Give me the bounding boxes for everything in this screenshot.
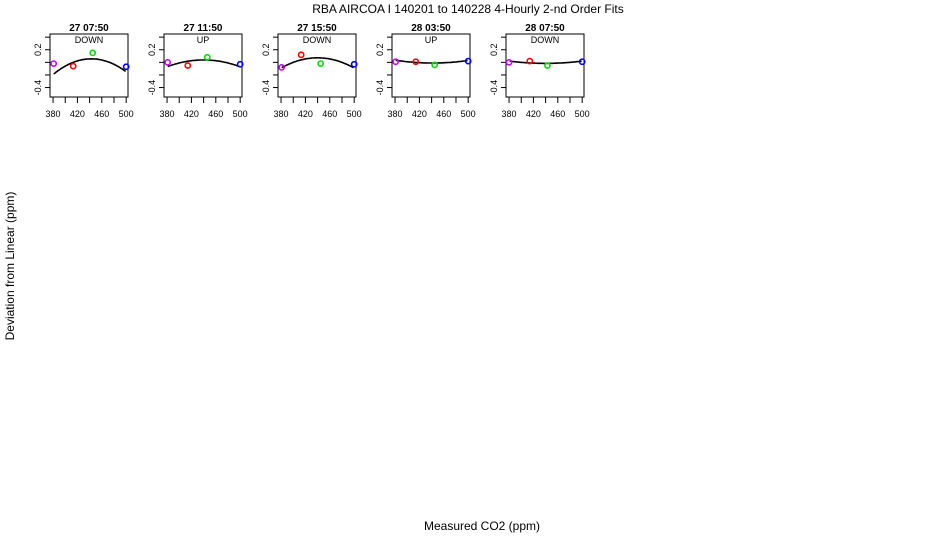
x-tick-label: 380	[46, 109, 61, 119]
x-tick-label: 420	[298, 109, 313, 119]
x-tick-label: 380	[274, 109, 289, 119]
fit-curve	[395, 59, 468, 64]
fit-curve	[281, 57, 354, 69]
x-tick-label: 500	[461, 109, 476, 119]
data-point	[544, 62, 551, 69]
data-point	[317, 60, 325, 68]
data-point	[184, 62, 192, 69]
panel-title: 27 07:50	[69, 23, 109, 34]
x-tick-label: 380	[388, 109, 403, 119]
y-tick-label: -0.4	[489, 80, 499, 96]
data-point	[392, 58, 400, 66]
data-point	[578, 58, 586, 66]
data-point	[297, 51, 305, 59]
panel-title: 27 11:50	[184, 23, 223, 34]
data-point	[350, 60, 358, 68]
chart-title: RBA AIRCOA I 140201 to 140228 4-Hourly 2…	[312, 2, 624, 16]
panel-direction: UP	[425, 35, 438, 45]
x-tick-label: 460	[208, 109, 223, 119]
x-tick-label: 420	[70, 109, 85, 119]
data-point	[505, 58, 513, 66]
y-tick-label: 0.2	[261, 43, 271, 56]
data-point	[89, 49, 97, 57]
data-point	[69, 62, 77, 70]
x-tick-label: 500	[347, 109, 362, 119]
x-tick-label: 460	[550, 109, 565, 119]
y-tick-label: -0.4	[33, 80, 43, 96]
x-tick-label: 420	[526, 109, 541, 119]
x-tick-label: 420	[184, 109, 199, 119]
data-point	[236, 60, 244, 68]
y-tick-label: -0.4	[261, 80, 271, 96]
data-point	[464, 57, 472, 65]
x-tick-label: 460	[436, 109, 451, 119]
panel-title: 27 15:50	[297, 23, 337, 34]
panel-title: 28 03:50	[411, 23, 451, 34]
data-point	[164, 58, 172, 66]
x-tick-label: 380	[502, 109, 517, 119]
panel-direction: DOWN	[75, 35, 104, 45]
data-point	[278, 63, 286, 71]
x-tick-label: 380	[160, 109, 175, 119]
y-tick-label: 0.2	[147, 43, 157, 56]
fit-curve	[167, 59, 240, 68]
y-tick-label: 0.2	[375, 43, 385, 56]
panel-frame	[391, 33, 471, 98]
y-tick-label: 0.2	[489, 43, 499, 56]
data-point	[431, 61, 439, 69]
data-point	[122, 63, 130, 71]
panel-frame	[505, 33, 585, 98]
y-tick-label: -0.4	[375, 80, 385, 96]
data-point	[203, 53, 211, 61]
data-point	[50, 60, 58, 68]
y-tick-label: -0.4	[147, 80, 157, 96]
x-tick-label: 500	[575, 109, 590, 119]
x-tick-label: 420	[412, 109, 427, 119]
y-tick-label: 0.2	[33, 43, 43, 56]
x-axis-label: Measured CO2 (ppm)	[423, 519, 541, 533]
x-tick-label: 500	[119, 109, 134, 119]
fit-curve	[53, 57, 127, 75]
x-tick-label: 460	[322, 109, 337, 119]
panel-direction: DOWN	[531, 35, 560, 45]
data-point	[526, 57, 534, 65]
data-point	[412, 58, 420, 66]
panel-direction: UP	[197, 35, 210, 45]
panel-direction: DOWN	[303, 35, 332, 45]
panel-title: 28 07:50	[525, 23, 565, 34]
x-tick-label: 460	[94, 109, 109, 119]
x-tick-label: 500	[233, 109, 248, 119]
